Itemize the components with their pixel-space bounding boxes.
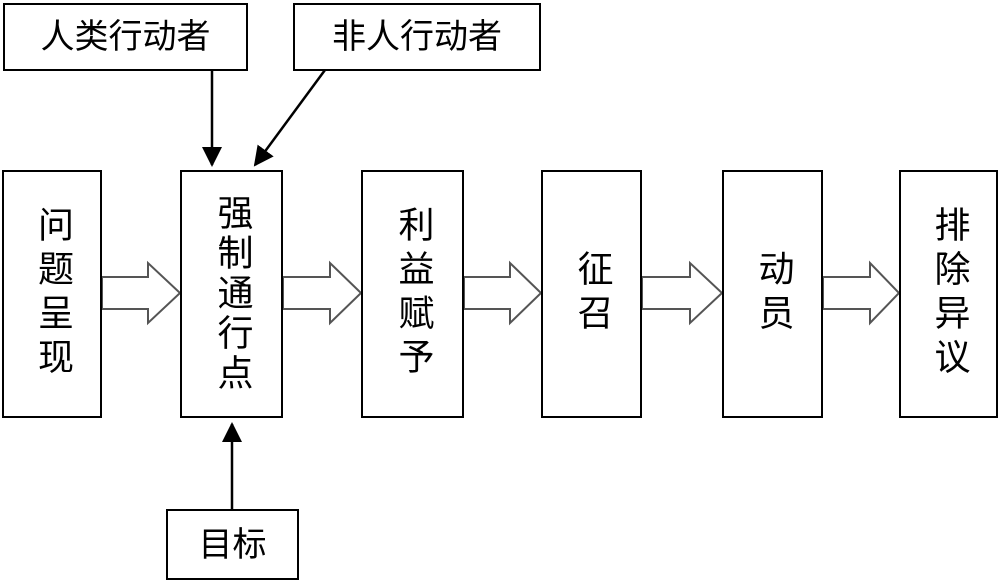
step-dissidence: 排除异议 xyxy=(899,170,998,418)
nonhuman-actors-label: 非人行动者 xyxy=(332,17,502,57)
step-enrollment: 征召 xyxy=(541,170,642,418)
step-problematization: 问题呈现 xyxy=(2,170,102,418)
goal-box: 目标 xyxy=(166,509,299,580)
nonhuman-actors-box: 非人行动者 xyxy=(293,3,541,71)
step-problematization-label: 问题呈现 xyxy=(32,206,73,382)
block-arrow-1 xyxy=(101,260,182,326)
goal-label: 目标 xyxy=(198,524,267,565)
block-arrow-4 xyxy=(641,260,724,326)
human-actors-box: 人类行动者 xyxy=(3,3,248,71)
step-dissidence-label: 排除异议 xyxy=(928,206,970,382)
step-mobilization-label: 动员 xyxy=(752,250,794,338)
step-enrollment-label: 征召 xyxy=(571,250,613,338)
block-arrow-5 xyxy=(822,260,901,326)
step-mobilization: 动员 xyxy=(722,170,823,418)
arrow-nonhuman-to-opp xyxy=(253,69,327,167)
step-interessement: 利益赋予 xyxy=(361,170,464,418)
step-obligatory-passage-point: 强制通行点 xyxy=(180,170,283,418)
block-arrow-3 xyxy=(463,260,543,326)
step-interessement-label: 利益赋予 xyxy=(392,206,434,382)
block-arrow-2 xyxy=(282,260,363,326)
human-actors-label: 人类行动者 xyxy=(40,17,211,57)
step-obligatory-passage-point-label: 强制通行点 xyxy=(211,194,253,394)
